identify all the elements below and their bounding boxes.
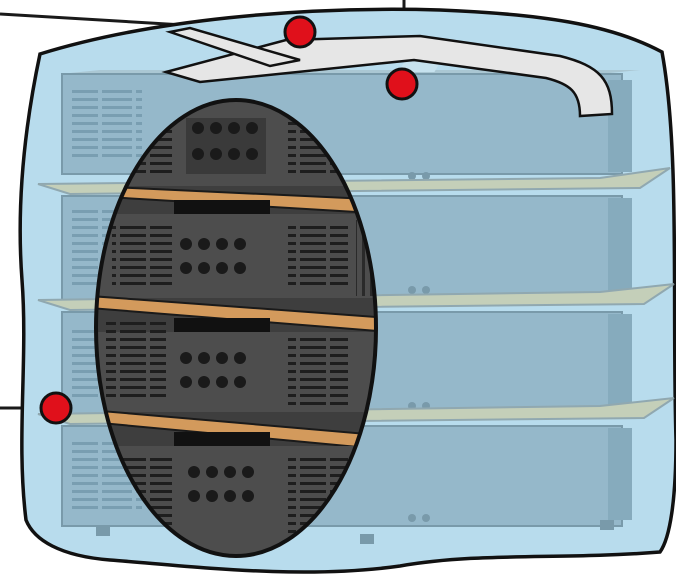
callout-dot-3[interactable] (39, 391, 73, 425)
lens-shelf-2 (96, 294, 376, 334)
packing-strap (161, 26, 614, 118)
lens-unit-3 (96, 320, 376, 412)
lens-slot-1 (174, 200, 270, 214)
lens-slot-3 (174, 432, 270, 446)
callout-dot-1[interactable] (283, 15, 317, 49)
equipment-stack (37, 58, 675, 544)
unit-1 (60, 58, 640, 180)
lens-shelf-3 (96, 408, 376, 452)
callout-dot-2[interactable] (385, 67, 419, 101)
lens-unit-2 (96, 214, 376, 298)
lens-slot-2 (174, 318, 270, 332)
callouts (39, 15, 419, 425)
lens-outline (94, 98, 378, 558)
magnified-cutaway (94, 98, 378, 558)
